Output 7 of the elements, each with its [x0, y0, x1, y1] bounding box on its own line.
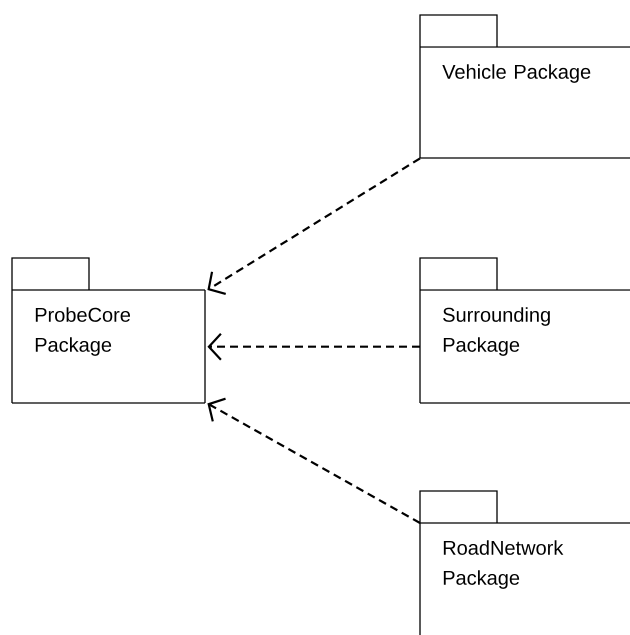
dependency-arrow: [207, 398, 421, 524]
package-box: RoadNetwork Package: [419, 490, 630, 635]
dependency-arrow: [207, 332, 420, 360]
dependency-arrow: [207, 157, 421, 296]
package-box: Surrounding Package: [419, 257, 630, 404]
package-box: Vehicle Package: [419, 14, 630, 159]
package-box: ProbeCore Package: [11, 257, 206, 404]
